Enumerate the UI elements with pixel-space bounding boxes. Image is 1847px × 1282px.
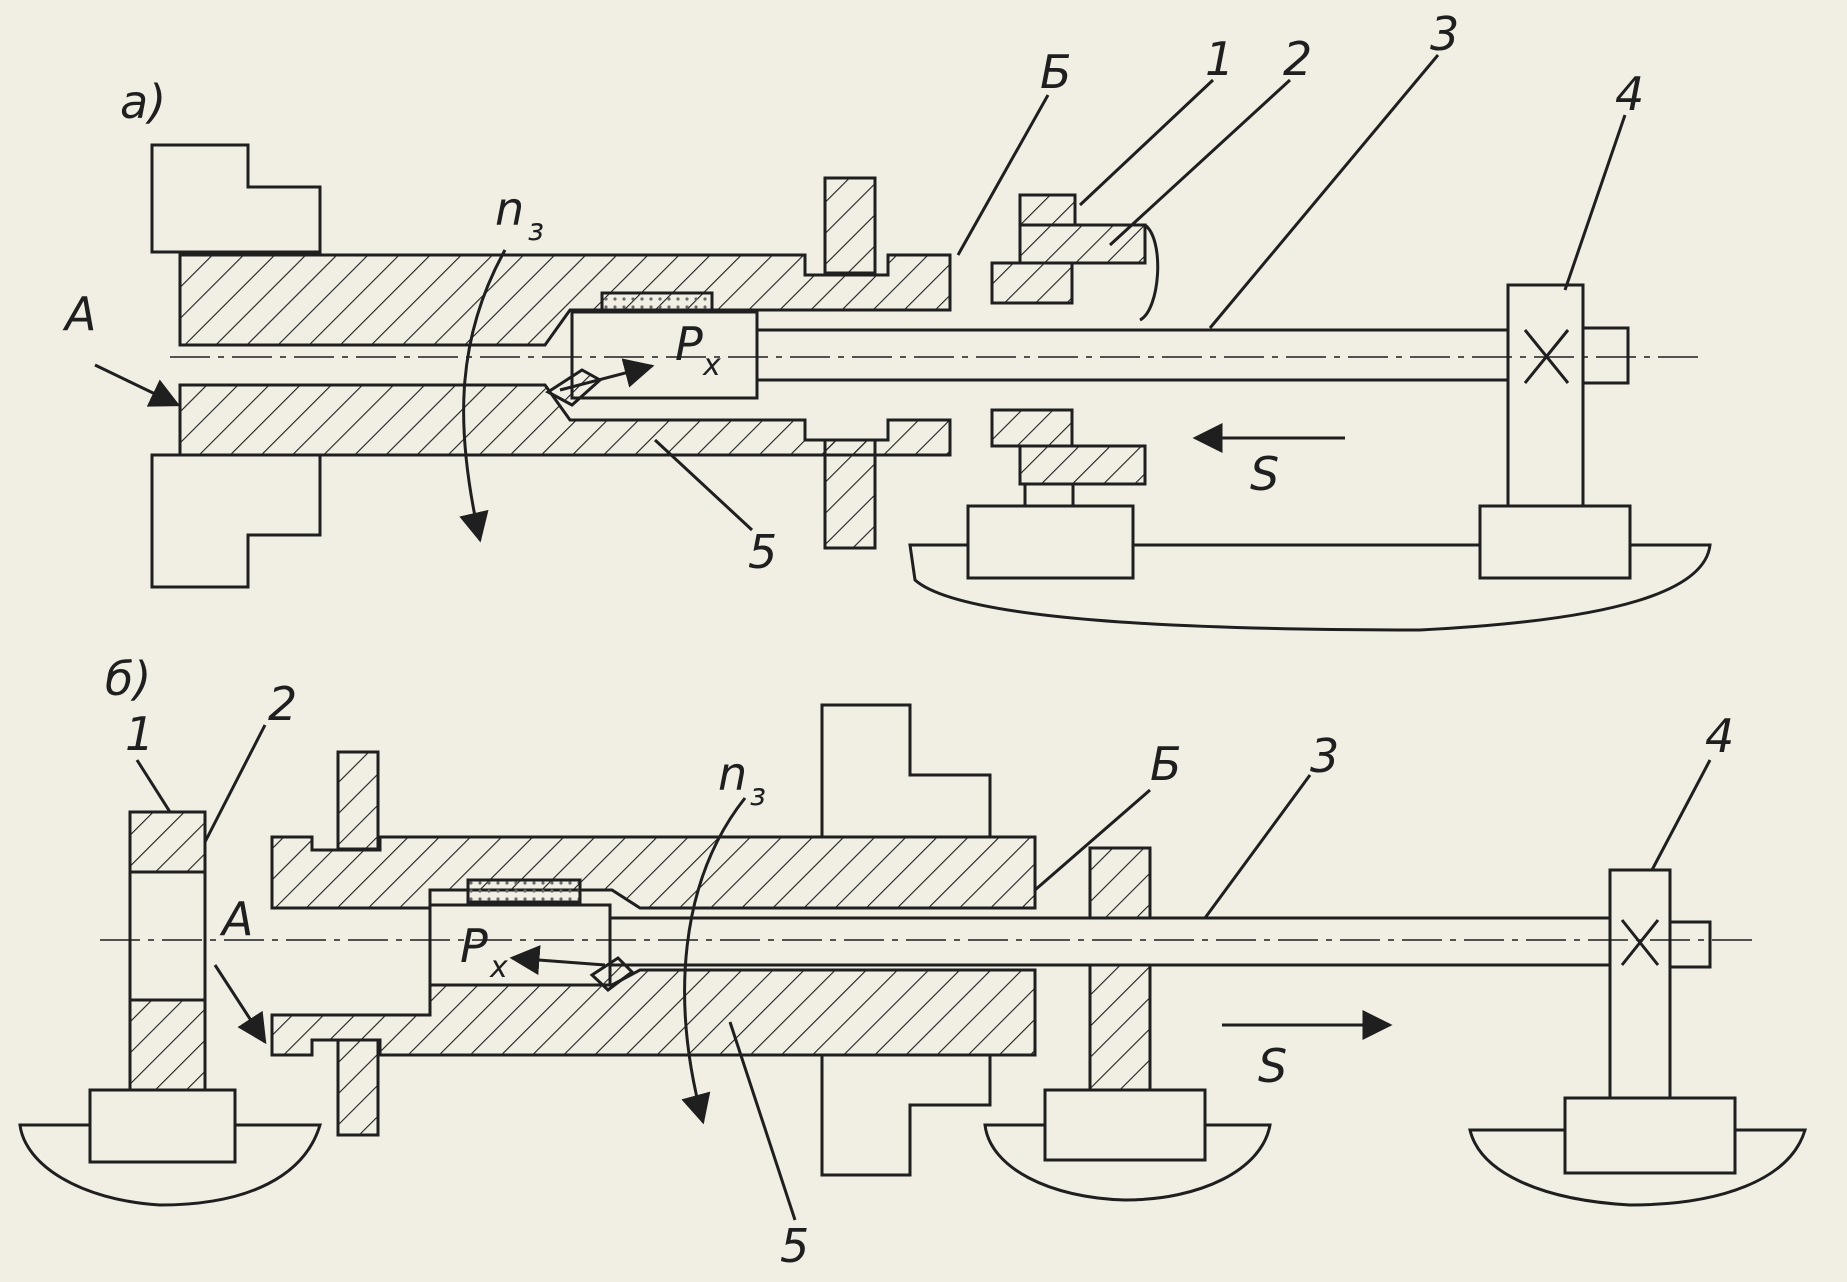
label-rotation-a: n: [495, 182, 524, 236]
label-part-3-a: 3: [1430, 7, 1459, 61]
label-part-4-a: 4: [1615, 67, 1644, 121]
bushing-b-support-bottom: [1088, 963, 1152, 1092]
leader-b-2: [203, 724, 267, 843]
bar-nut-b: [1668, 920, 1712, 969]
label-feed-b: S: [1258, 1039, 1287, 1093]
chuck-jaw-top: [150, 143, 322, 254]
leader-4: [1563, 114, 1627, 291]
arrow-A-b: [213, 964, 267, 1045]
bushing-b-ring-bottom: [128, 998, 207, 1096]
steady-rest-b-top: [336, 750, 380, 851]
leader-2: [1108, 78, 1292, 247]
leader-b-3: [1203, 774, 1312, 919]
panel-label-a: а): [120, 75, 166, 129]
honing-head: [570, 310, 759, 400]
label-rotation-sub-a: з: [528, 213, 544, 248]
chuck-jaw-b-top: [820, 703, 992, 839]
leader-b-1: [135, 759, 172, 813]
bushing-b-ring-top: [128, 810, 207, 874]
carriage-foot-left: [966, 504, 1135, 580]
label-part-2-a: 2: [1283, 32, 1312, 86]
carriage-b-foot-right: [1563, 1096, 1737, 1175]
bushing-edge: [1139, 223, 1160, 322]
bushing-outer-top: [1018, 193, 1077, 227]
label-point-B-a: Б: [1040, 45, 1072, 99]
label-force-sub-a: x: [702, 348, 721, 383]
workpiece-wall-bottom: [178, 383, 952, 457]
bushing-support-top: [990, 261, 1074, 305]
carriage-foot-right: [1478, 504, 1632, 580]
label-point-A-b: А: [219, 892, 253, 946]
leader-b-4: [1650, 759, 1712, 871]
chuck-jaw-b-bottom: [820, 1053, 992, 1177]
bushing-b-support-top: [1088, 846, 1152, 920]
arrow-rotation-b: [681, 797, 747, 1125]
workpiece-b-wall-top: [270, 835, 1037, 910]
leader-5: [653, 438, 754, 532]
label-part-1-a: 1: [1205, 32, 1234, 86]
label-part-2-b: 2: [268, 677, 297, 731]
steady-rest-bottom: [823, 438, 877, 550]
leader-b-B: [1034, 788, 1151, 892]
figure-b: [18, 703, 1808, 1221]
label-point-A-a: А: [62, 287, 96, 341]
label-force-b: P: [460, 919, 488, 973]
bushing-post: [1023, 482, 1075, 508]
leader-3: [1208, 54, 1440, 329]
bushing-support-bottom: [990, 408, 1074, 448]
abrasive-stone-b: [466, 878, 582, 904]
abrasive-stone: [600, 291, 714, 314]
steady-rest-top: [823, 176, 877, 275]
steady-rest-b-bottom: [336, 1038, 380, 1137]
carriage-b-foot-mid: [1043, 1088, 1207, 1162]
label-rotation-b: n: [718, 747, 747, 801]
label-part-5-b: 5: [780, 1219, 809, 1273]
carriage-b-cross-mark: [1620, 919, 1660, 966]
carriage-b-post: [1608, 868, 1672, 1104]
arrow-force: [559, 358, 655, 392]
carriage-b-foot-left: [88, 1088, 237, 1164]
figure-b-labels: б) 1 2 3 4 5 А Б n з P x S: [105, 652, 1734, 1273]
label-force-a: P: [675, 317, 703, 371]
leader-b-5: [728, 1021, 797, 1221]
leader-B: [956, 94, 1050, 256]
leader-1: [1078, 78, 1215, 207]
label-part-4-b: 4: [1705, 709, 1734, 763]
workpiece-b-wall-bottom: [270, 968, 1037, 1057]
label-feed-a: S: [1250, 447, 1279, 501]
arrow-rotation: [459, 249, 507, 543]
label-part-1-b: 1: [125, 707, 154, 761]
arrow-force-b: [509, 945, 606, 976]
chuck-jaw-bottom: [150, 453, 322, 589]
figure-a-labels: а) 1 2 3 4 5 А Б n з P x S: [62, 7, 1644, 579]
carriage-post: [1506, 283, 1585, 509]
label-part-5-a: 5: [748, 525, 777, 579]
workpiece-wall-top: [178, 253, 952, 347]
label-force-sub-b: x: [489, 950, 508, 985]
label-point-B-b: Б: [1150, 737, 1182, 791]
figure-a: [94, 54, 1712, 632]
panel-label-b: б): [105, 652, 151, 706]
bushing-inner-bottom: [1018, 444, 1147, 486]
bar-nut: [1581, 326, 1630, 385]
label-part-3-b: 3: [1310, 729, 1339, 783]
honing-head-b: [428, 903, 612, 987]
label-rotation-sub-b: з: [750, 778, 766, 813]
arrow-A: [94, 363, 181, 407]
